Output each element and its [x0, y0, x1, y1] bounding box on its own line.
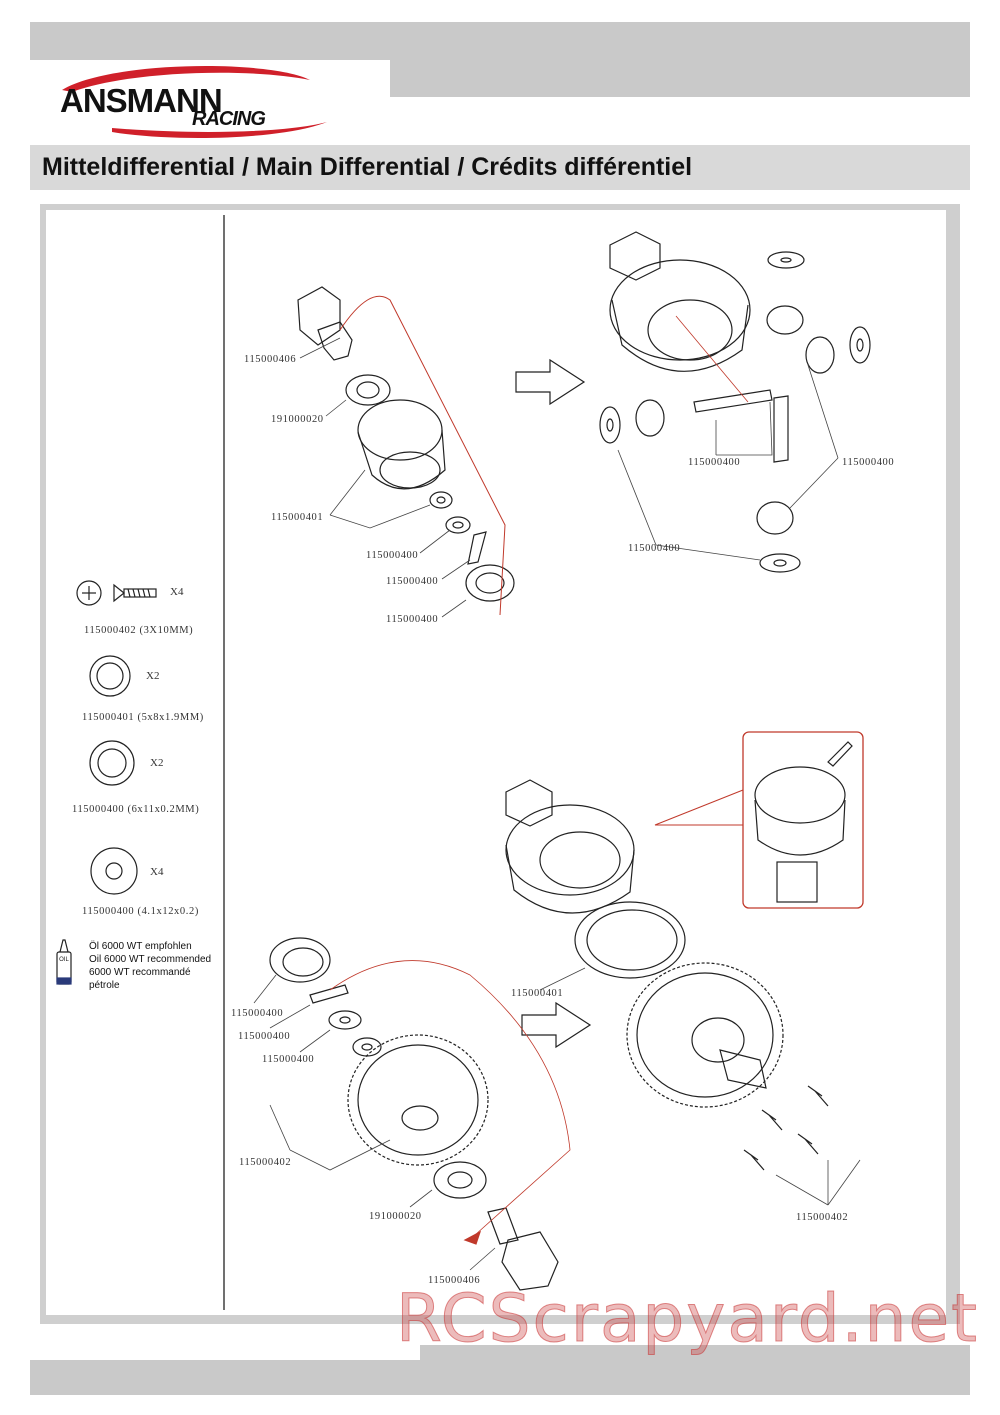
label-bottom-pin: 115000400 — [238, 1031, 291, 1042]
label-bottom-right-gasket: 115000401 — [511, 988, 564, 999]
oil-bottle-icon — [56, 939, 72, 985]
part-code-3: 115000400 (6x11x0.2MM) — [72, 804, 200, 815]
top-left-diff-case — [357, 399, 446, 490]
label-bottom-outdrive: 115000406 — [428, 1275, 481, 1286]
bottom-left-washers — [328, 1010, 382, 1057]
bottom-left-spur-gear — [347, 1034, 489, 1166]
top-right-spider-gears — [599, 251, 871, 573]
bottom-left-outdrive — [487, 1207, 559, 1291]
part-qty-4: X4 — [150, 866, 164, 878]
bottom-right-screws — [743, 1085, 829, 1171]
label-top-gear: 115000400 — [386, 614, 439, 625]
bottom-right-gasket — [574, 901, 686, 979]
logo-swoosh — [62, 66, 327, 138]
label-top-outdrive: 115000406 — [244, 354, 297, 365]
bottom-left-pin — [309, 984, 349, 1004]
label-bottom-right-screws: 115000402 — [796, 1212, 849, 1223]
label-bottom-gear: 115000400 — [231, 1008, 284, 1019]
oil-note-line: Öl 6000 WT empfohlen — [89, 941, 192, 952]
title-bar — [30, 145, 970, 190]
top-left-bearing — [345, 374, 391, 406]
oil-note-line: pétrole — [89, 980, 120, 991]
oil-note-line: 6000 WT recommandé — [89, 967, 191, 978]
bottom-step-arrow — [521, 1001, 592, 1049]
label-top-pin: 115000400 — [386, 576, 439, 587]
top-left-pin — [467, 531, 487, 565]
top-left-washers — [429, 491, 471, 534]
label-top-case: 115000401 — [271, 512, 324, 523]
part-code-1: 115000402 (3X10MM) — [84, 625, 194, 636]
label-top-washer: 115000400 — [366, 550, 419, 561]
screw-head-icon — [76, 580, 102, 606]
label-top-bearing: 191000020 — [271, 414, 324, 425]
ansmann-racing-logo: ANSMANN RACING — [52, 62, 342, 142]
screw-icon — [113, 583, 157, 603]
label-bottom-washer: 115000400 — [262, 1054, 315, 1065]
top-left-bevel-gear — [465, 564, 515, 602]
label-bottom-spur: 115000402 — [239, 1157, 292, 1168]
bottom-left-bearing — [433, 1161, 487, 1199]
part-code-4: 115000400 (4.1x12x0.2) — [82, 906, 199, 917]
page-title: Mitteldifferential / Main Differential /… — [42, 153, 693, 181]
callout-diff — [754, 741, 853, 903]
bottom-right-diff-case — [505, 779, 635, 914]
watermark: RCScrapyard.net — [396, 1280, 979, 1358]
label-bottom-bearing: 191000020 — [369, 1211, 422, 1222]
bottom-left-bevel-gear — [269, 937, 331, 983]
washer-icon-3 — [90, 847, 138, 895]
washer-icon-2 — [89, 740, 135, 786]
part-qty-3: X2 — [150, 757, 164, 769]
oil-note-line: Oil 6000 WT recommended — [89, 954, 212, 965]
top-right-diff-case — [609, 231, 751, 372]
footer-band-cutout — [30, 1345, 420, 1360]
part-qty-1: X4 — [170, 586, 184, 598]
label-top-right-washers: 115000400 — [628, 543, 681, 554]
part-code-2: 115000401 (5x8x1.9MM) — [82, 712, 204, 723]
oil-fill-callout — [742, 731, 864, 909]
bottom-right-spur-gear — [626, 962, 784, 1108]
washer-icon-1 — [89, 655, 131, 697]
oil-recommendation: Öl 6000 WT empfohlen Oil 6000 WT recomme… — [89, 940, 211, 992]
logo-sub-text: RACING — [192, 108, 266, 130]
label-top-right-gears: 115000400 — [842, 457, 895, 468]
oil-bottle-label: OIL — [59, 957, 69, 963]
top-step-arrow — [515, 358, 586, 406]
logo-brand-text: ANSMANN — [60, 82, 223, 119]
part-qty-2: X2 — [146, 670, 160, 682]
content-panel — [46, 210, 946, 1315]
label-top-right-shaft: 115000400 — [688, 457, 741, 468]
